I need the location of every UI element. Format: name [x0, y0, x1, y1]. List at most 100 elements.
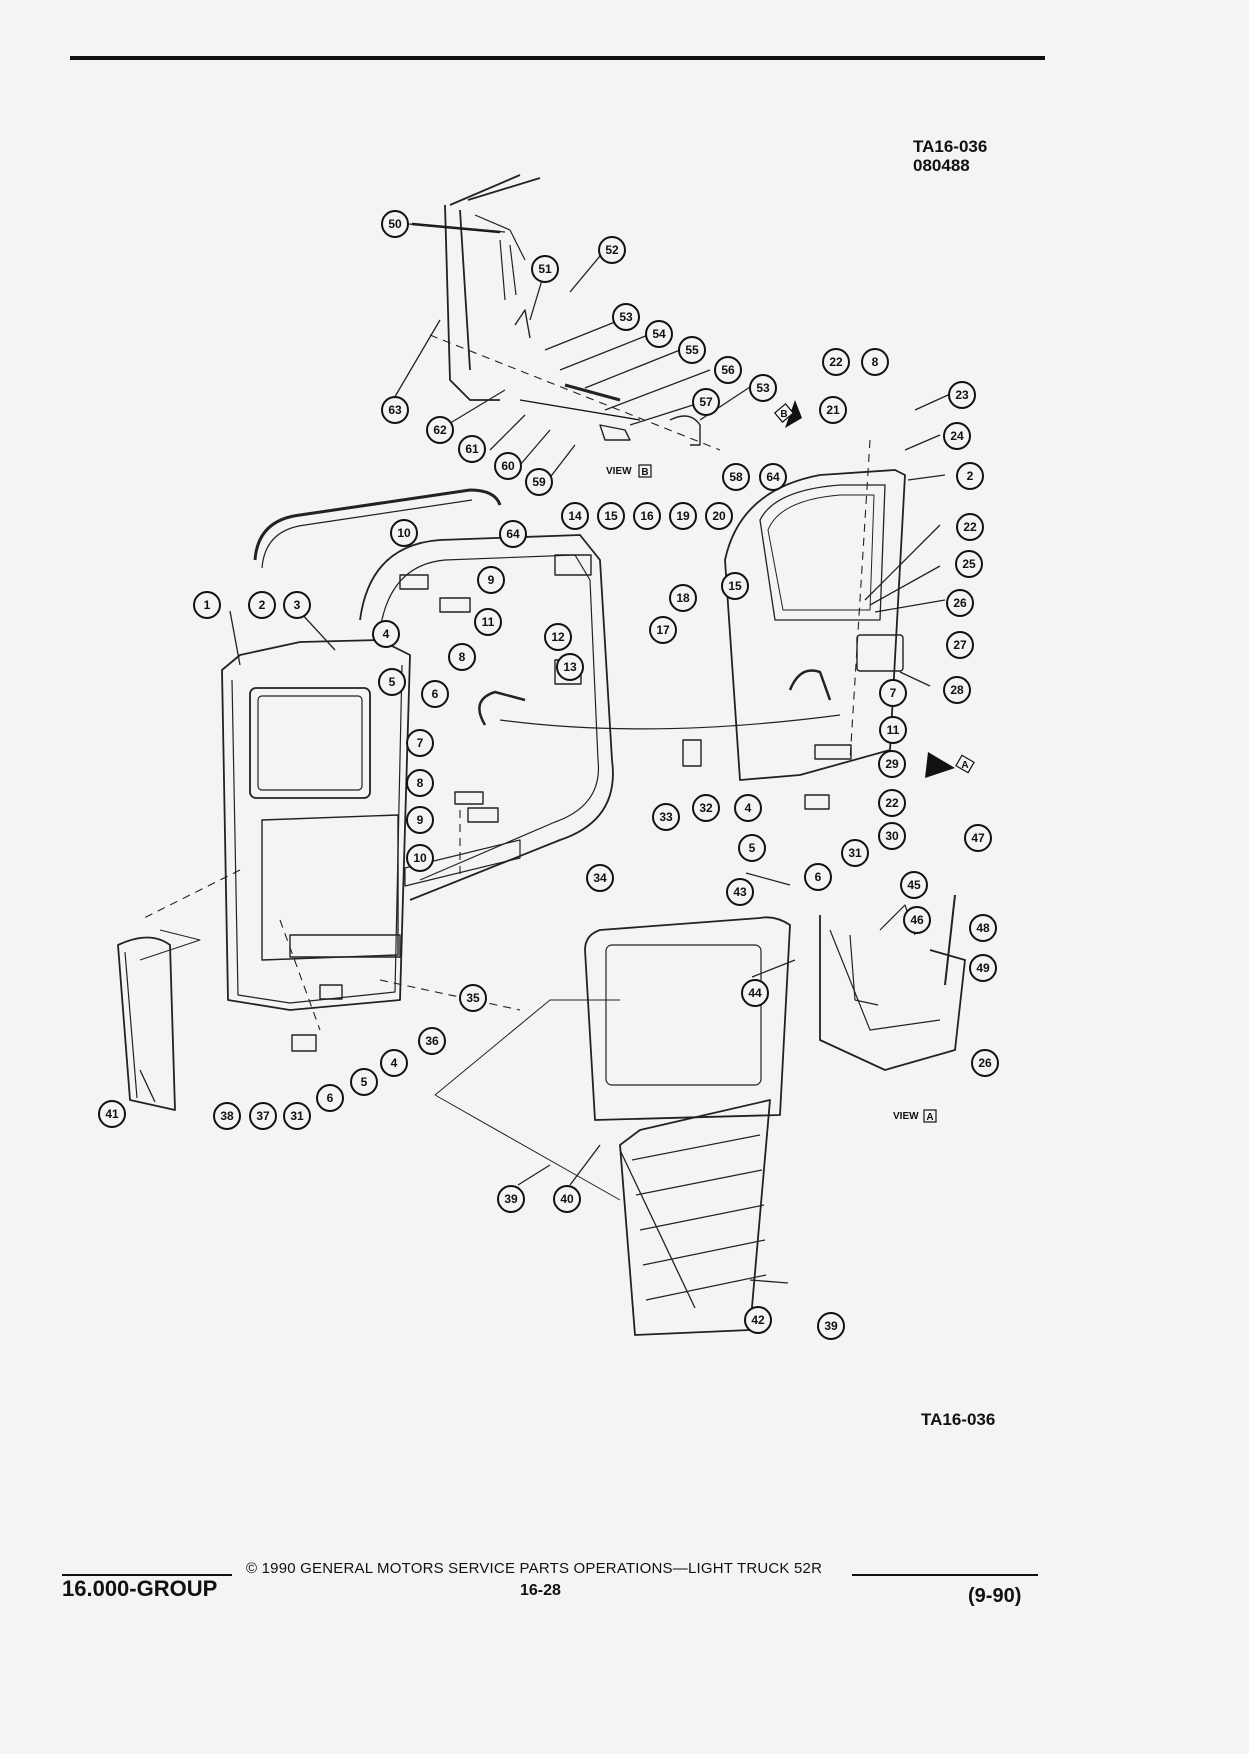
- svg-text:3: 3: [294, 598, 301, 612]
- svg-text:30: 30: [885, 829, 899, 843]
- svg-text:4: 4: [383, 627, 390, 641]
- callout-31b: 31: [283, 1102, 311, 1130]
- callout-12: 12: [544, 623, 572, 651]
- callout-13: 13: [556, 653, 584, 681]
- callout-8: 8: [406, 769, 434, 797]
- callout-18: 18: [669, 584, 697, 612]
- svg-text:6: 6: [327, 1091, 334, 1105]
- svg-text:32: 32: [699, 801, 713, 815]
- svg-text:25: 25: [962, 557, 976, 571]
- callout-50: 50: [381, 210, 409, 238]
- callout-1: 1: [193, 591, 221, 619]
- svg-text:22: 22: [829, 355, 843, 369]
- svg-text:42: 42: [751, 1313, 765, 1327]
- callout-43: 43: [726, 878, 754, 906]
- svg-text:19: 19: [676, 509, 690, 523]
- callout-47: 47: [964, 824, 992, 852]
- svg-text:44: 44: [748, 986, 762, 1000]
- footer-revision-date: (9-90): [968, 1585, 1022, 1607]
- svg-text:53: 53: [619, 310, 633, 324]
- svg-text:43: 43: [733, 885, 747, 899]
- callout-51: 51: [531, 255, 559, 283]
- arrow-b-letter: B: [780, 409, 787, 420]
- callout-46: 46: [903, 906, 931, 934]
- callout-49: 49: [969, 954, 997, 982]
- svg-text:63: 63: [388, 403, 402, 417]
- svg-text:46: 46: [910, 913, 924, 927]
- callout-22: 22: [822, 348, 850, 376]
- svg-text:36: 36: [425, 1034, 439, 1048]
- callout-2b: 2: [956, 462, 984, 490]
- callout-36: 36: [418, 1027, 446, 1055]
- svg-text:11: 11: [887, 723, 900, 737]
- svg-text:20: 20: [712, 509, 726, 523]
- callout-28: 28: [943, 676, 971, 704]
- svg-text:49: 49: [976, 961, 990, 975]
- callout-3: 3: [283, 591, 311, 619]
- callout-41: 41: [98, 1100, 126, 1128]
- footer-copyright: © 1990 GENERAL MOTORS SERVICE PARTS OPER…: [246, 1560, 823, 1577]
- callout-26b: 26: [971, 1049, 999, 1077]
- footer-group: 16.000-GROUP: [62, 1576, 218, 1601]
- svg-text:13: 13: [563, 660, 577, 674]
- svg-text:1: 1: [204, 598, 211, 612]
- view-a-label: VIEW: [893, 1111, 919, 1122]
- svg-text:10: 10: [413, 851, 427, 865]
- callout-59: 59: [525, 468, 553, 496]
- svg-text:51: 51: [538, 262, 552, 276]
- callout-35: 35: [459, 984, 487, 1012]
- svg-text:50: 50: [388, 217, 402, 231]
- svg-text:34: 34: [593, 871, 607, 885]
- svg-text:35: 35: [466, 991, 480, 1005]
- svg-text:27: 27: [953, 638, 967, 652]
- callout-6: 6: [421, 680, 449, 708]
- svg-text:2: 2: [967, 469, 974, 483]
- svg-text:26: 26: [953, 596, 967, 610]
- callout-6b: 6: [804, 863, 832, 891]
- callout-14: 14: [561, 502, 589, 530]
- svg-text:8: 8: [459, 650, 466, 664]
- callout-56: 56: [714, 356, 742, 384]
- callout-48: 48: [969, 914, 997, 942]
- svg-text:48: 48: [976, 921, 990, 935]
- callout-38: 38: [213, 1102, 241, 1130]
- callout-63: 63: [381, 396, 409, 424]
- svg-text:18: 18: [676, 591, 690, 605]
- svg-text:6: 6: [432, 687, 439, 701]
- callout-9b: 9: [406, 806, 434, 834]
- svg-text:58: 58: [729, 470, 743, 484]
- callout-29: 29: [878, 750, 906, 778]
- callout-55: 55: [678, 336, 706, 364]
- svg-text:7: 7: [890, 686, 897, 700]
- callout-22c: 22: [878, 789, 906, 817]
- callout-5b: 5: [738, 834, 766, 862]
- callout-7b: 7: [879, 679, 907, 707]
- callout-6c: 6: [316, 1084, 344, 1112]
- svg-text:5: 5: [361, 1075, 368, 1089]
- svg-text:31: 31: [848, 846, 862, 860]
- callout-11b: 11: [879, 716, 907, 744]
- svg-text:5: 5: [749, 841, 756, 855]
- callout-11: 11: [474, 608, 502, 636]
- svg-text:24: 24: [950, 429, 964, 443]
- figure-id-bottom: TA16-036: [921, 1410, 996, 1429]
- callout-37: 37: [249, 1102, 277, 1130]
- callout-10: 10: [390, 519, 418, 547]
- callout-25: 25: [955, 550, 983, 578]
- svg-text:7: 7: [417, 736, 424, 750]
- callout-64: 64: [499, 520, 527, 548]
- view-b-letter: B: [641, 467, 648, 478]
- callout-8b: 8: [448, 643, 476, 671]
- svg-text:8: 8: [872, 355, 879, 369]
- callout-9: 9: [477, 566, 505, 594]
- svg-text:53: 53: [756, 381, 770, 395]
- callout-4c: 4: [380, 1049, 408, 1077]
- svg-text:4: 4: [391, 1056, 398, 1070]
- svg-text:60: 60: [501, 459, 515, 473]
- callout-44: 44: [741, 979, 769, 1007]
- svg-text:6: 6: [815, 870, 822, 884]
- view-b-label: VIEW: [606, 466, 632, 477]
- callout-15b: 15: [721, 572, 749, 600]
